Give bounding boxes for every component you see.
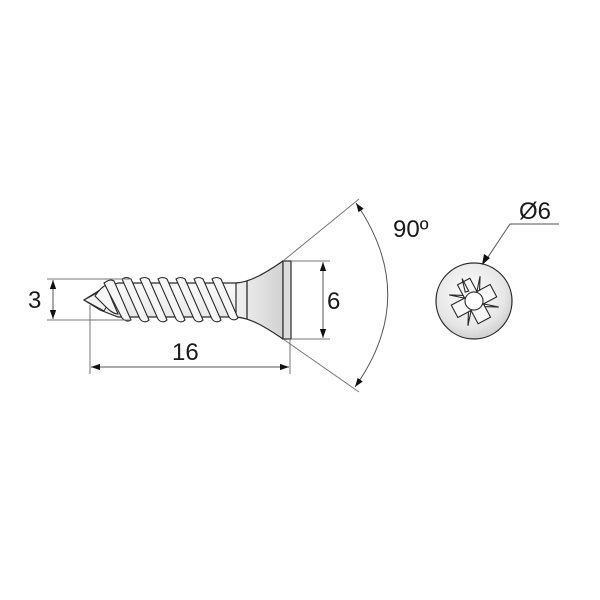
- screw-side-view: [82, 259, 292, 341]
- dimension-drive-diameter: Ø6: [482, 198, 559, 265]
- dimension-label-16: 16: [172, 339, 199, 366]
- screw-head-cone: [235, 259, 284, 341]
- pozidriv-recess-icon: [449, 276, 499, 326]
- dimension-length: 16: [89, 305, 291, 374]
- dimension-label-90-degrees: 90º: [393, 216, 429, 243]
- dimension-head-diameter: 6: [291, 260, 340, 340]
- dimension-label-diameter-6: Ø6: [519, 198, 551, 225]
- dimension-countersink-angle: 90º: [282, 198, 429, 393]
- leader-arrow-icon: [482, 254, 490, 265]
- screw-head-top: [282, 260, 292, 340]
- screw-threads: [94, 276, 239, 323]
- dimension-label-3: 3: [28, 287, 41, 314]
- dimension-label-6: 6: [327, 288, 340, 315]
- screw-head-top-view: [435, 262, 513, 340]
